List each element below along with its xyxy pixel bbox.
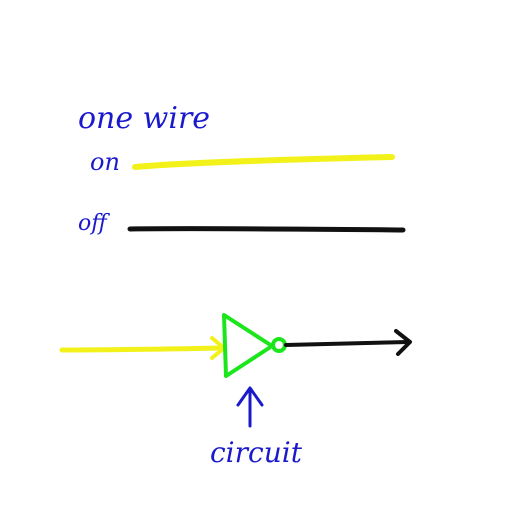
off-wire-sample [127,226,406,233]
output-wire [284,340,410,347]
input-wire [59,345,225,353]
output-arrowhead-icon [394,329,412,356]
not-gate-bubble [271,337,287,353]
pointer-arrow-icon [236,386,264,428]
on-label: on [90,148,120,176]
off-label: off [78,211,110,236]
circuit-label: circuit [210,436,303,469]
not-gate-triangle [222,313,274,378]
on-wire-sample [132,154,395,170]
heading-label: one wire [78,101,210,136]
